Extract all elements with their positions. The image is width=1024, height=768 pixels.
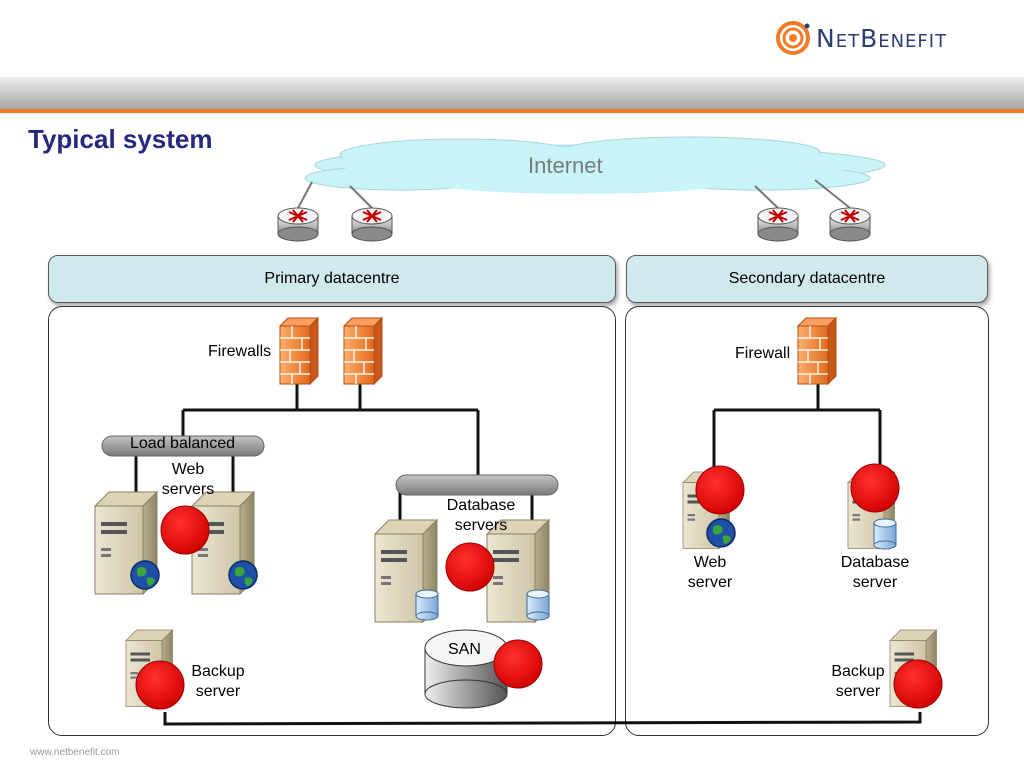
san-label: SAN — [448, 641, 481, 658]
internet-links — [297, 179, 851, 209]
header-accent-line — [0, 109, 1024, 113]
secondary-backup-label: Backup server — [831, 663, 885, 700]
internet-cloud — [304, 136, 886, 194]
status-marker — [493, 639, 543, 689]
primary-datacentre-header: Primary datacentre — [48, 255, 616, 303]
primary-backup-label: Backup server — [191, 663, 245, 700]
company-logo: NetBenefit — [776, 20, 947, 56]
backup-replication-link — [163, 712, 922, 726]
status-marker — [695, 465, 745, 515]
globe-icon — [130, 560, 160, 590]
status-marker — [135, 660, 185, 710]
page-title: Typical system — [28, 124, 213, 154]
secondary-network-links — [712, 380, 882, 472]
firewall-icon — [797, 317, 837, 385]
status-marker — [850, 463, 900, 513]
secondary-firewall-label: Firewall — [735, 345, 791, 362]
secondary-database-server-label: Database server — [840, 554, 910, 591]
status-marker — [160, 505, 210, 555]
brand-name: NetBenefit — [816, 23, 948, 53]
router-icon — [277, 207, 319, 242]
database-icon — [526, 589, 550, 621]
status-marker — [893, 659, 943, 709]
header-band — [0, 77, 1024, 109]
database-icon — [873, 518, 897, 550]
router-icon — [757, 207, 799, 242]
router-icon — [351, 207, 393, 242]
router-icon — [829, 207, 871, 242]
primary-firewalls-label: Firewalls — [208, 343, 272, 360]
database-servers-label: Database servers — [446, 497, 516, 534]
secondary-web-server-label: Web server — [687, 554, 733, 591]
database-icon — [415, 589, 439, 621]
logo-icon — [776, 21, 810, 55]
primary-datacentre-title: Primary datacentre — [264, 270, 400, 287]
globe-icon — [706, 518, 736, 548]
load-balanced-label: Load balanced — [130, 435, 235, 452]
internet-label: Internet — [528, 153, 603, 178]
load-balancer-bar — [101, 435, 265, 457]
secondary-datacentre-header: Secondary datacentre — [626, 255, 988, 303]
web-servers-label: Web servers — [161, 461, 215, 498]
globe-icon — [228, 560, 258, 590]
database-switch-bar — [395, 474, 559, 496]
status-marker — [445, 542, 495, 592]
footer-url[interactable]: www.netbenefit.com — [30, 747, 120, 758]
firewall-icon — [279, 317, 319, 385]
san-storage-icon — [424, 629, 508, 709]
secondary-datacentre-title: Secondary datacentre — [728, 270, 886, 287]
firewall-icon — [343, 317, 383, 385]
